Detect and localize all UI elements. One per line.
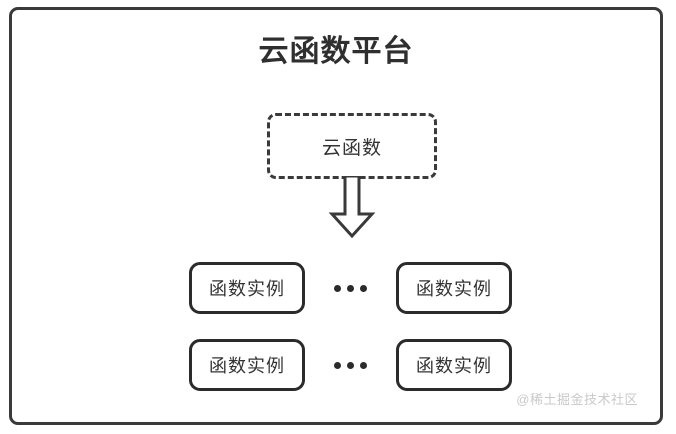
function-instance-box: 函数实例 bbox=[189, 262, 305, 314]
ellipsis-dot bbox=[333, 361, 341, 369]
function-instance-label: 函数实例 bbox=[209, 279, 285, 299]
function-instance-box: 函数实例 bbox=[396, 262, 512, 314]
function-instance-label: 函数实例 bbox=[209, 356, 285, 376]
ellipsis-dot bbox=[346, 361, 354, 369]
function-instance-box: 函数实例 bbox=[396, 339, 512, 391]
cloud-function-node: 云函数 bbox=[267, 113, 437, 179]
instance-row-1: 函数实例 函数实例 bbox=[12, 262, 660, 314]
ellipsis-icon bbox=[324, 339, 376, 391]
cloud-function-label: 云函数 bbox=[321, 137, 382, 159]
ellipsis-dot bbox=[346, 284, 354, 292]
down-arrow-icon bbox=[328, 174, 376, 240]
instance-row-2: 函数实例 函数实例 bbox=[12, 339, 660, 391]
ellipsis-icon bbox=[324, 262, 376, 314]
watermark: @稀土掘金技术社区 bbox=[516, 392, 638, 407]
function-instance-label: 函数实例 bbox=[416, 356, 492, 376]
ellipsis-dot bbox=[359, 361, 367, 369]
function-instance-box: 函数实例 bbox=[189, 339, 305, 391]
page-title: 云函数平台 bbox=[258, 35, 414, 68]
function-instance-label: 函数实例 bbox=[416, 279, 492, 299]
ellipsis-dot bbox=[359, 284, 367, 292]
cloud-function-platform-container: 云函数平台 云函数 函数实例 函数实例 函数实例 bbox=[9, 7, 663, 425]
ellipsis-dot bbox=[333, 284, 341, 292]
